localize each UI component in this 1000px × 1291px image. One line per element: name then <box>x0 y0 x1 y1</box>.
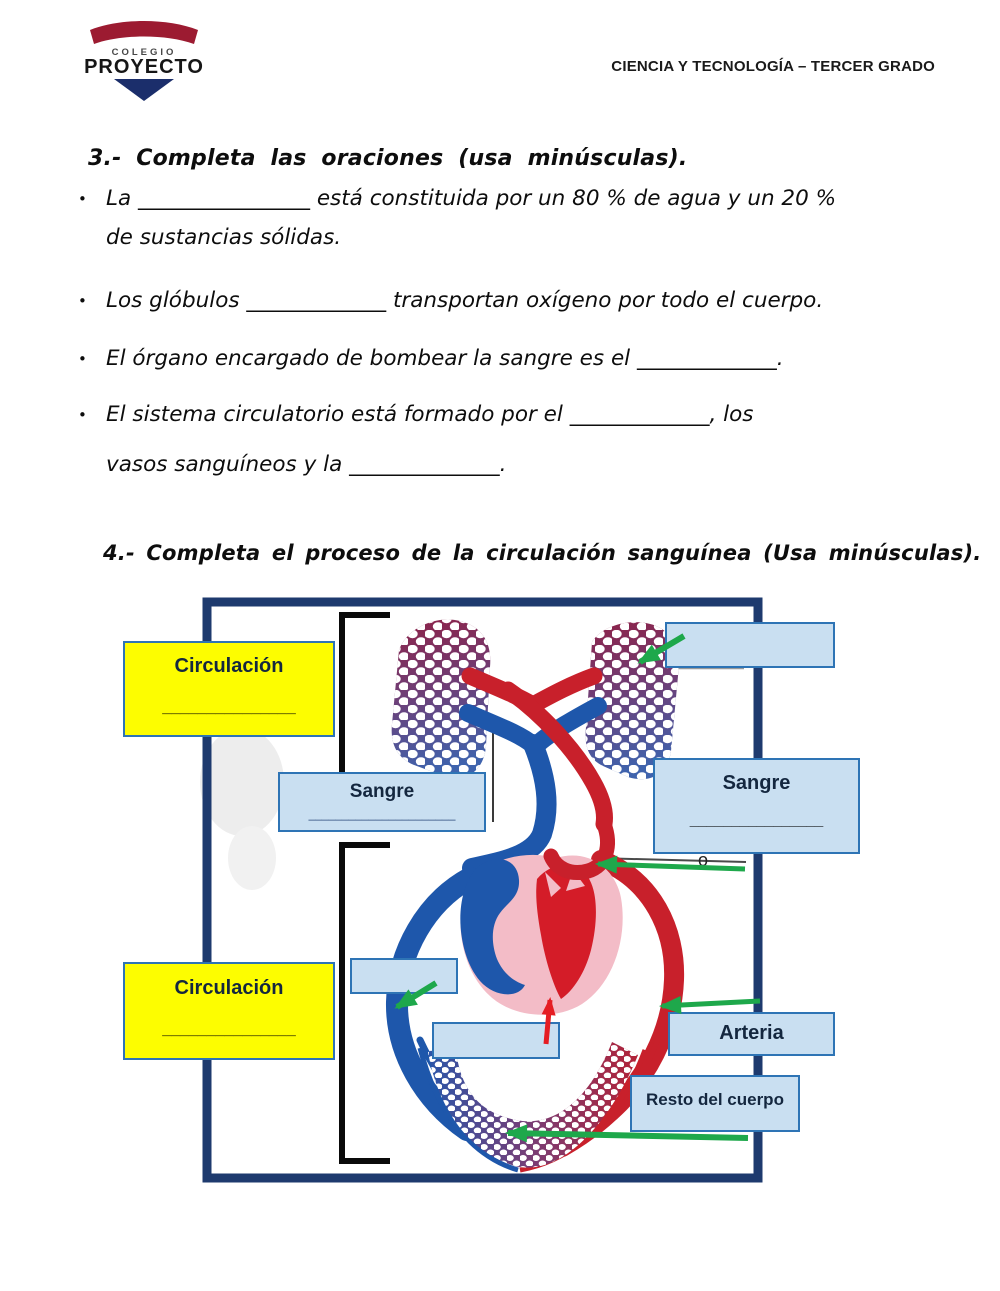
sangre-left-box: Sangre ______________________ <box>278 772 486 832</box>
resto-del-cuerpo-box: Resto del cuerpo <box>630 1075 800 1132</box>
exercise3-item-4: • El sistema circulatorio está formado p… <box>76 402 956 477</box>
green-arrow-arteria <box>659 996 761 1015</box>
sangre-right-title: Sangre <box>722 772 791 794</box>
logo-text-colegio: COLEGIO <box>112 47 177 58</box>
course-title: CIENCIA Y TECNOLOGÍA – TERCER GRADO <box>611 58 935 75</box>
small-o-glyph: o <box>698 850 708 870</box>
sangre-right-blank[interactable]: ________________ <box>689 812 824 829</box>
exercise3-item-3: • El órgano encargado de bombear la sang… <box>76 346 956 371</box>
lung-answer-box[interactable] <box>665 622 835 668</box>
exercise3-item-1: • La ________________ está constituida p… <box>76 186 956 250</box>
sentence-line: de sustancias sólidas. <box>106 225 342 250</box>
circulacion-top-blank[interactable]: _______________ <box>162 699 296 716</box>
resto-del-cuerpo-label: Resto del cuerpo <box>646 1090 784 1109</box>
sentence-line: Los glóbulos _____________ transportan o… <box>106 288 824 313</box>
left-lung-mesh <box>391 619 491 778</box>
pulmonary-arteries-red <box>461 667 613 833</box>
diagram-frame <box>202 597 763 1183</box>
faint-shadow <box>200 728 284 890</box>
sentence-line: vasos sanguíneos y la ______________. <box>106 452 507 477</box>
green-arrow-aorta <box>595 855 746 874</box>
systemic-bracket <box>339 842 390 1164</box>
school-logo: COLEGIO PROYECTO <box>84 21 204 101</box>
circulacion-bottom-box: Circulación _______________ <box>123 962 335 1060</box>
logo-triangle <box>114 79 174 101</box>
sentence-line: La ________________ está constituida por… <box>106 186 837 211</box>
exercise4-title: 4.- Completa el proceso de la circulació… <box>103 541 982 565</box>
bullet-dot: • <box>78 350 87 368</box>
sangre-left-title: Sangre <box>349 781 415 802</box>
circulacion-bottom-blank[interactable]: _______________ <box>162 1021 296 1038</box>
sangre-right-box: Sangre ________________ <box>653 758 860 854</box>
bullet-dot: • <box>78 190 87 208</box>
green-arrow-cuerpo <box>505 1124 749 1143</box>
exercise3-title: 3.- Completa las oraciones (usa minúscul… <box>88 146 688 171</box>
heart-answer-box[interactable] <box>432 1022 560 1059</box>
sentence-line: El sistema circulatorio está formado por… <box>106 402 754 427</box>
bullet-dot: • <box>78 406 87 424</box>
arteria-label: Arteria <box>719 1022 784 1044</box>
red-arrow-heart <box>541 997 556 1045</box>
green-arrow-vein <box>394 980 438 1010</box>
logo-text-proyecto: PROYECTO <box>84 56 204 78</box>
circulacion-bottom-title: Circulación <box>174 977 284 999</box>
arteria-label-box: Arteria <box>668 1012 835 1056</box>
logo-banner <box>90 21 198 44</box>
sentence-line: El órgano encargado de bombear la sangre… <box>106 346 784 371</box>
circulacion-top-title: Circulación <box>174 655 284 677</box>
exercise3-item-2: • Los glóbulos _____________ transportan… <box>76 288 956 313</box>
heart-illustration <box>460 816 623 1015</box>
vein-answer-box[interactable] <box>350 958 458 994</box>
green-arrow-lung <box>637 633 686 665</box>
bullet-dot: • <box>78 292 87 310</box>
sangre-left-blank[interactable]: ______________________ <box>308 807 456 821</box>
circulacion-top-box: Circulación _______________ <box>123 641 335 737</box>
